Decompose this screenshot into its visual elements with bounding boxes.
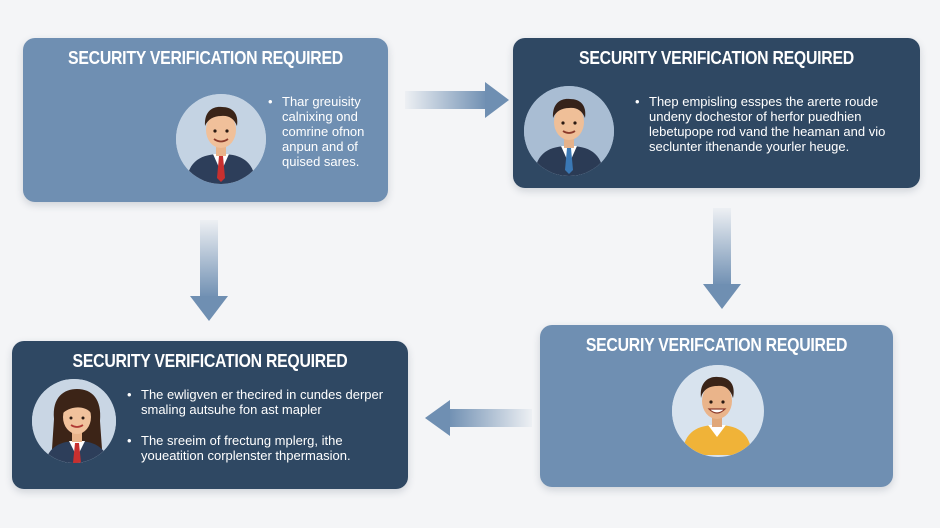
card-text: Thar greuisity calnixing ond comrine ofn… (282, 94, 365, 169)
card-description: • The ewligven er thecired in cundes der… (127, 387, 397, 479)
card-text: Thep empisling esspes the arerte roude u… (649, 94, 886, 154)
bullet: • (635, 94, 640, 109)
card-text: The sreeim of frectung mplerg, ithe youe… (141, 433, 351, 463)
card-description: • Thar greuisity calnixing ond comrine o… (268, 94, 380, 185)
card-text: The ewligven er thecired in cundes derpe… (141, 387, 384, 417)
man-red-tie-icon (176, 94, 266, 184)
card-title: SECURIY VERIFCATION REQUIRED (585, 335, 848, 355)
verification-card-3: SECURITY VERIFICATION REQUIRED • The ewl… (12, 341, 408, 489)
arrow-down-icon (702, 208, 742, 310)
bullet: • (127, 433, 132, 448)
card-title: SECURITY VERIFICATION REQUIRED (579, 48, 854, 68)
card-title: SECURITY VERIFICATION REQUIRED (68, 48, 343, 68)
man-yellow-shirt-icon (672, 365, 764, 457)
woman-red-tie-icon (32, 379, 116, 463)
arrow-down-icon (189, 220, 229, 322)
bullet: • (127, 387, 132, 402)
verification-card-1: SECURITY VERIFICATION REQUIRED • Thar gr… (23, 38, 388, 202)
verification-card-4: SECURIY VERIFCATION REQUIRED (540, 325, 893, 487)
verification-card-2: SECURITY VERIFICATION REQUIRED • Thep em… (513, 38, 920, 188)
card-title: SECURITY VERIFICATION REQUIRED (72, 351, 348, 371)
man-blue-tie-icon (524, 86, 614, 176)
arrow-left-icon (424, 398, 532, 438)
bullet: • (268, 94, 273, 109)
arrow-right-icon (405, 80, 510, 120)
card-description: • Thep empisling esspes the arerte roude… (635, 94, 897, 170)
